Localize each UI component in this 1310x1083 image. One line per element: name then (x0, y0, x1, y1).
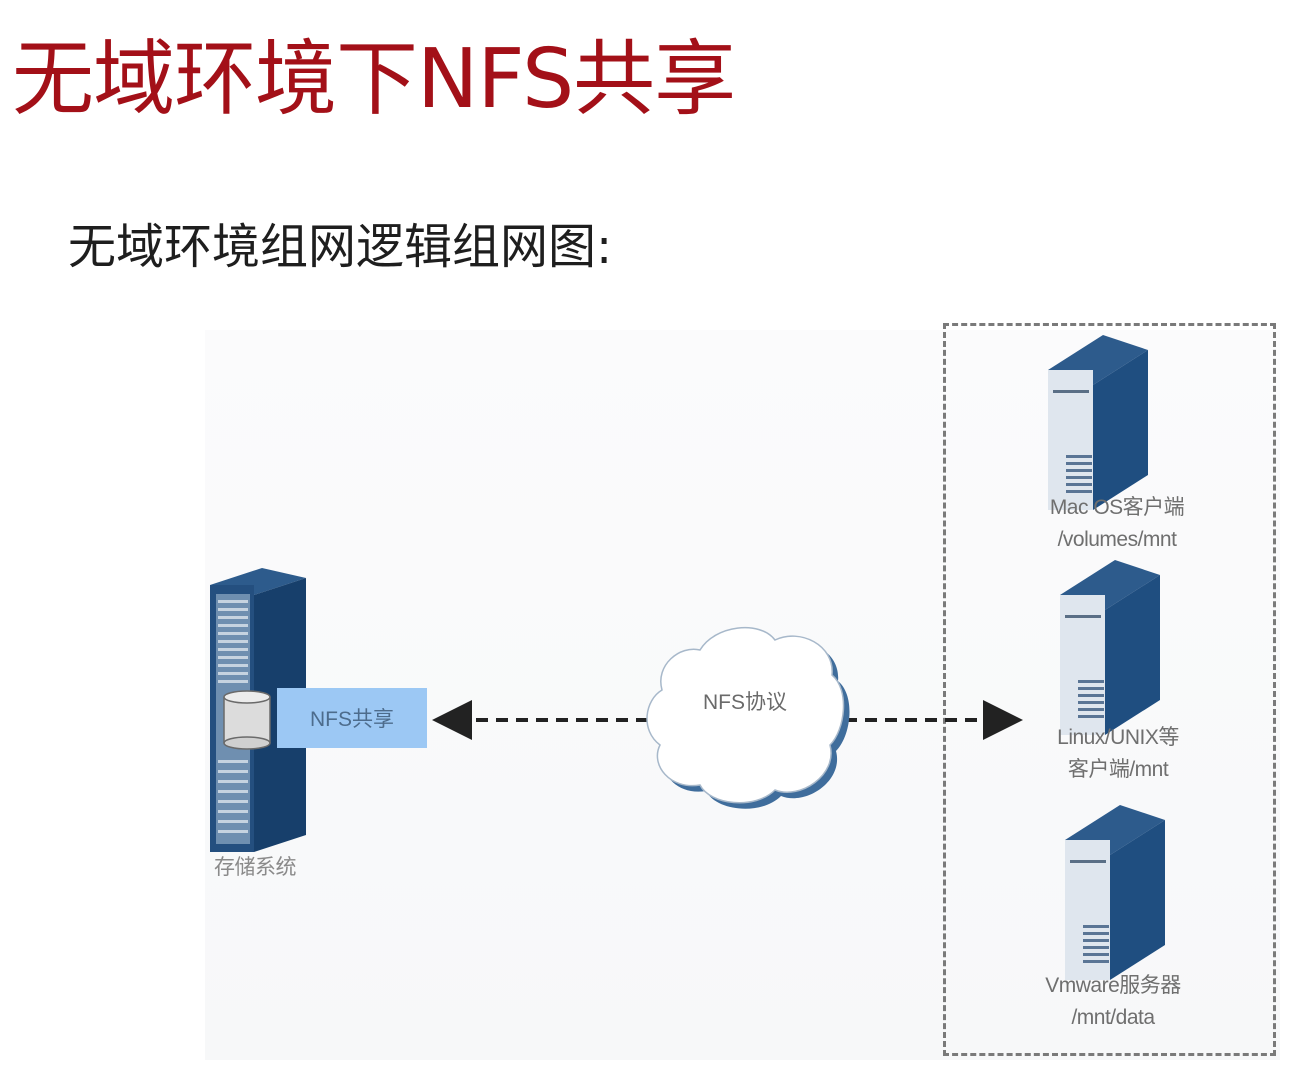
client-label-linux: Linux/UNIX等 客户端/mnt (1003, 722, 1233, 786)
client-name: Linux/UNIX等 (1057, 726, 1179, 749)
mac-client-tower-icon (1048, 335, 1148, 510)
slide-title: 无域环境下NFS共享 (12, 32, 736, 127)
client-name: Vmware服务器 (1045, 974, 1181, 997)
database-cylinder-icon (223, 690, 271, 750)
client-mount-path: /volumes/mnt (1057, 528, 1177, 551)
vmware-server-tower-icon (1065, 805, 1165, 980)
client-name: Mac OS客户端 (1049, 496, 1185, 519)
cloud-icon (646, 626, 850, 809)
client-mount-path: /mnt/data (1071, 1006, 1155, 1029)
storage-system-label: 存储系统 (214, 856, 297, 879)
client-mount-path: 客户端/mnt (1067, 758, 1169, 781)
linux-client-tower-icon (1060, 560, 1160, 735)
client-group-border (943, 323, 1276, 1056)
client-label-mac: Mac OS客户端 /volumes/mnt (1002, 492, 1232, 556)
nfs-protocol-label: NFS协议 (703, 691, 787, 714)
storage-rack-icon (210, 568, 306, 852)
nfs-share-box: NFS共享 (277, 688, 427, 748)
client-label-vmware: Vmware服务器 /mnt/data (998, 970, 1228, 1034)
diagram-subtitle: 无域环境组网逻辑组网图: (68, 219, 613, 275)
